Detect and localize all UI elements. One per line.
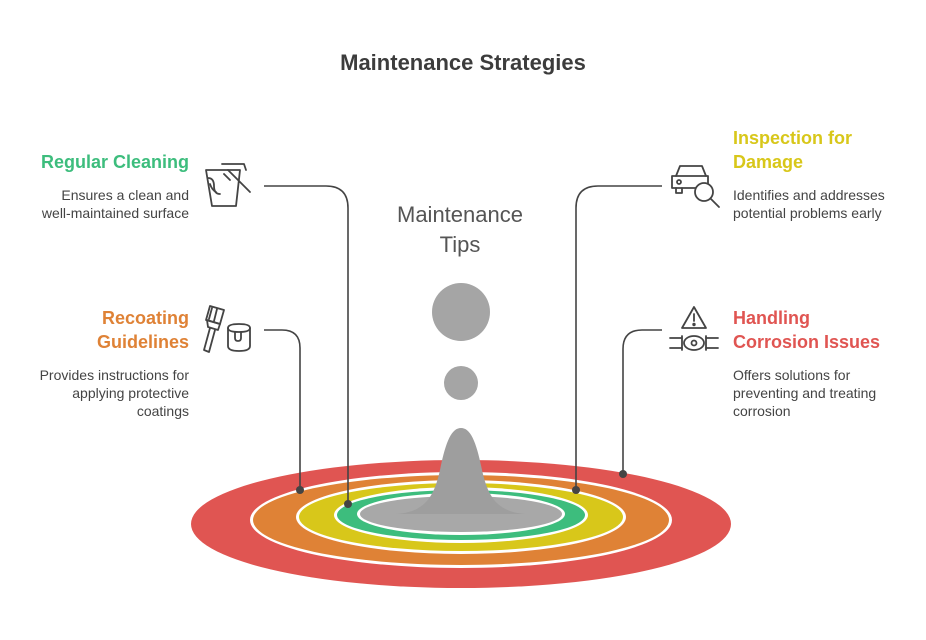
connector-dot-recoating (296, 486, 304, 494)
connector-dot-inspection (572, 486, 580, 494)
description-line: preventing and treating (733, 385, 877, 401)
paint-brush-bucket-icon (203, 305, 251, 353)
pipe-warning-icon (669, 306, 719, 351)
splash-peak (396, 428, 526, 514)
heading-line: Guidelines (96, 332, 189, 352)
description-line: coatings (136, 403, 189, 419)
heading-line: Handling (733, 308, 810, 328)
connector-regular-cleaning (264, 185, 349, 504)
heading-line: Regular Cleaning (40, 152, 189, 172)
handling-corrosion-description: Offers solutions for preventing and trea… (733, 366, 876, 420)
center-title-line: Maintenance (397, 202, 523, 227)
center-title-line: Tips (439, 232, 481, 257)
cleaning-bucket-icon (205, 163, 251, 207)
heading-line: Inspection for (733, 128, 853, 148)
heading-line: Corrosion Issues (733, 332, 881, 352)
description-line: Ensures a clean and (61, 187, 189, 203)
regular-cleaning-description: Ensures a clean and well-maintained surf… (42, 186, 189, 222)
connector-dot-corrosion (619, 470, 627, 478)
large-drop (432, 283, 490, 341)
connector-inspection (575, 185, 662, 490)
connector-dot-regular-cleaning (344, 500, 352, 508)
description-line: corrosion (733, 403, 791, 419)
description-line: Provides instructions for (39, 367, 189, 383)
heading-line: Recoating (101, 308, 189, 328)
recoating-guidelines-description: Provides instructions for applying prote… (40, 366, 189, 420)
regular-cleaning-heading: Regular Cleaning (41, 150, 189, 174)
description-line: applying protective (72, 385, 189, 401)
description-line: Identifies and addresses (733, 187, 885, 203)
center-title: Maintenance Tips (360, 200, 560, 260)
inspection-for-damage-heading: Inspection for Damage (733, 126, 852, 174)
description-line: Offers solutions for (733, 367, 851, 383)
small-drop (444, 366, 478, 400)
description-line: potential problems early (733, 205, 882, 221)
handling-corrosion-heading: Handling Corrosion Issues (733, 306, 880, 354)
recoating-guidelines-heading: Recoating Guidelines (97, 306, 189, 354)
inspection-for-damage-description: Identifies and addresses potential probl… (733, 186, 885, 222)
description-line: well-maintained surface (41, 205, 189, 221)
page-title: Maintenance Strategies (340, 50, 586, 75)
heading-line: Damage (733, 152, 804, 172)
connector-recoating (264, 329, 301, 490)
car-search-icon (671, 165, 720, 208)
connector-corrosion (622, 329, 662, 474)
